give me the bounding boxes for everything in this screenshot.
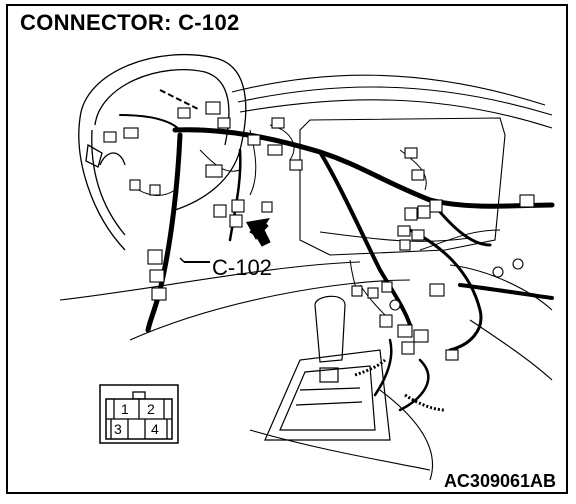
figure-reference-id: AC309061AB <box>443 471 556 491</box>
diagram-title: CONNECTOR: C-102 <box>20 10 240 35</box>
connector-face-inset: 1 2 3 4 <box>99 384 179 444</box>
center-console <box>264 295 391 441</box>
connector-blocks <box>103 101 535 361</box>
steering-wheel <box>78 54 247 251</box>
dashboard-outline <box>59 74 553 481</box>
connector-pin-3: 3 <box>114 421 122 437</box>
callout-arrow <box>179 218 271 263</box>
connector-pin-2: 2 <box>147 401 155 417</box>
connector-pin-1: 1 <box>121 401 129 417</box>
connector-pin-4: 4 <box>151 421 159 437</box>
callout-label-c102: C-102 <box>212 255 272 280</box>
